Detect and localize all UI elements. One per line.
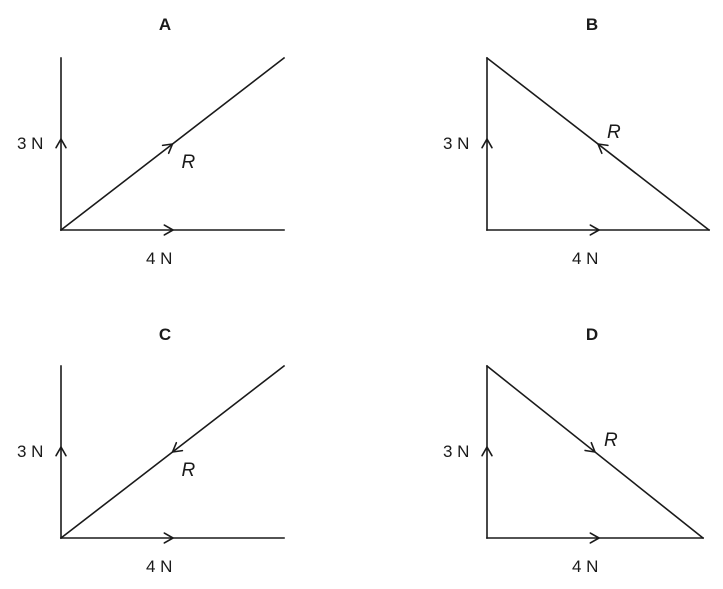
resultant-label: R — [604, 430, 618, 451]
resultant-label: R — [182, 152, 196, 173]
panel-b: B 3 N 4 N R — [443, 15, 711, 268]
horizontal-force-label: 4 N — [572, 249, 598, 268]
resultant-arrowhead — [584, 441, 596, 453]
horizontal-force-arrowhead — [163, 224, 174, 236]
vertical-force-arrowhead — [481, 446, 493, 457]
horizontal-force-arrowhead — [163, 532, 174, 544]
horizontal-force-label: 4 N — [146, 557, 172, 576]
resultant-label: R — [182, 460, 196, 481]
resultant-arrowhead — [171, 441, 184, 453]
panel-c: C 3 N 4 N R — [17, 325, 286, 576]
panel-title: A — [159, 15, 171, 34]
panels-layer: A 3 N 4 N R B 3 N 4 N R C 3 N 4 N R D 3 N 4 N R — [17, 15, 711, 576]
horizontal-force-arrowhead — [589, 224, 600, 236]
panel-title: D — [586, 325, 598, 344]
vertical-force-arrowhead — [55, 138, 67, 149]
horizontal-force-arrowhead — [589, 532, 600, 544]
vertical-force-label: 3 N — [443, 134, 469, 153]
panel-d: D 3 N 4 N R — [443, 325, 705, 576]
vertical-force-label: 3 N — [17, 442, 43, 461]
vertical-force-arrowhead — [481, 138, 493, 149]
horizontal-force-label: 4 N — [146, 249, 172, 268]
vertical-force-label: 3 N — [17, 134, 43, 153]
horizontal-force-label: 4 N — [572, 557, 598, 576]
panel-title: C — [159, 325, 171, 344]
vertical-force-arrowhead — [55, 446, 67, 457]
resultant-arrowhead — [161, 143, 174, 155]
panel-title: B — [586, 15, 598, 34]
resultant-label: R — [607, 122, 621, 143]
resultant-arrowhead — [597, 143, 609, 155]
vertical-force-label: 3 N — [443, 442, 469, 461]
panel-a: A 3 N 4 N R — [17, 15, 286, 268]
